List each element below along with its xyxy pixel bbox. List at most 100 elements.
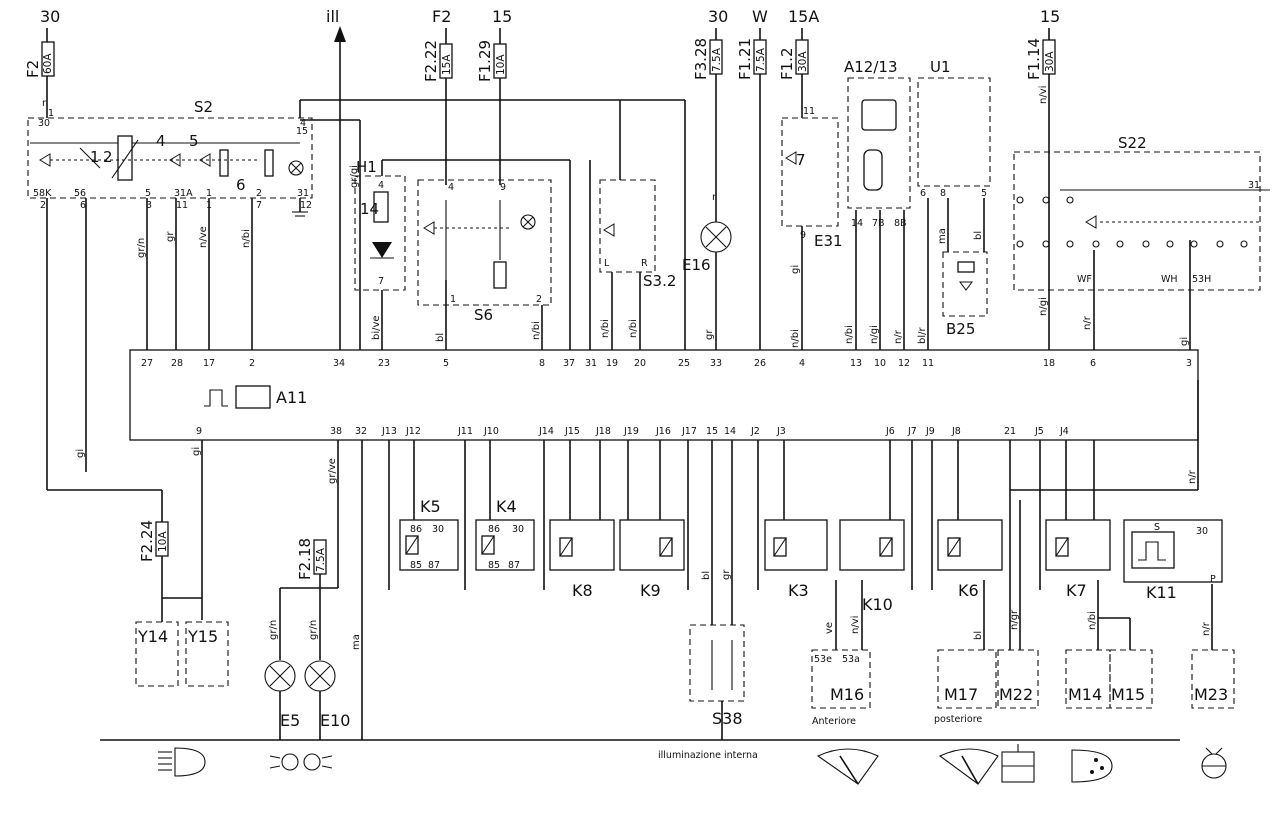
fuse-f2-24: 10A F2.24: [138, 520, 202, 622]
svg-text:30A: 30A: [1044, 51, 1056, 72]
lamp-e5: E5: [264, 660, 300, 740]
svg-text:gr/ve: gr/ve: [327, 458, 338, 484]
svg-text:J11: J11: [457, 426, 473, 437]
svg-text:8: 8: [539, 358, 545, 369]
svg-text:34: 34: [333, 358, 345, 369]
svg-text:53e: 53e: [814, 654, 832, 665]
svg-text:14: 14: [360, 200, 379, 218]
fuse-f1-29: 10A F1.29: [476, 28, 507, 185]
svg-text:30A: 30A: [797, 51, 809, 72]
module-a12-13: A12/13 14 7B 8B: [844, 58, 911, 229]
svg-text:bl: bl: [435, 333, 446, 342]
svg-text:F2: F2: [24, 60, 42, 78]
svg-text:19: 19: [606, 358, 618, 369]
rear-washer-icon: [1201, 747, 1227, 779]
svg-text:3: 3: [1186, 358, 1192, 369]
svg-text:30: 30: [38, 118, 50, 129]
svg-text:26: 26: [754, 358, 766, 369]
svg-text:7: 7: [256, 200, 262, 211]
svg-text:10: 10: [874, 358, 886, 369]
svg-text:n/r: n/r: [1201, 621, 1212, 636]
svg-text:J14: J14: [538, 426, 554, 437]
svg-text:n/bi: n/bi: [600, 319, 611, 338]
washer-pump-icon: [1001, 744, 1035, 783]
svg-text:K5: K5: [420, 497, 441, 516]
motor-m22: M22: [997, 649, 1039, 709]
supply-ill: ill: [326, 7, 339, 26]
fuse-f2-22: 15A F2.22: [422, 28, 453, 185]
side-lights-icon: [269, 753, 333, 771]
switch-s3-2: S3.2 L R: [599, 179, 676, 290]
relay-k3: K3: [764, 519, 828, 600]
svg-text:J13: J13: [381, 426, 397, 437]
svg-text:J18: J18: [595, 426, 611, 437]
switch-s38: S38: [689, 624, 745, 740]
motor-m15: M15: [1109, 649, 1153, 709]
switch-e31: E31 11 7 9: [781, 106, 843, 250]
svg-text:31: 31: [585, 358, 597, 369]
motor-m14: M14: [1065, 649, 1111, 709]
svg-text:E31: E31: [814, 232, 843, 250]
svg-text:8: 8: [940, 188, 946, 199]
svg-text:ma: ma: [937, 228, 948, 244]
timer-k11: K11 S 30 P: [1123, 519, 1223, 602]
svg-text:6: 6: [1090, 358, 1096, 369]
svg-text:5: 5: [145, 188, 151, 199]
svg-text:K11: K11: [1146, 583, 1177, 602]
svg-text:K4: K4: [496, 497, 517, 516]
supply-15A: 15A: [788, 7, 819, 26]
svg-text:K10: K10: [862, 595, 893, 614]
svg-text:28: 28: [171, 358, 183, 369]
svg-text:1: 1: [90, 148, 100, 166]
control-unit-a11: A11: [129, 349, 1199, 441]
svg-text:6: 6: [80, 200, 86, 211]
svg-text:4: 4: [799, 358, 805, 369]
relay-k8: K8: [549, 519, 615, 600]
valve-y15: Y15: [185, 621, 229, 687]
svg-text:B25: B25: [946, 320, 975, 338]
svg-text:14: 14: [724, 426, 736, 437]
svg-text:2: 2: [536, 294, 542, 305]
svg-text:86: 86: [410, 524, 422, 535]
h1-indicator: H1 14 4 7: [354, 158, 406, 291]
svg-text:85: 85: [410, 560, 422, 571]
svg-text:11: 11: [803, 106, 815, 117]
svg-text:31: 31: [1248, 180, 1260, 191]
svg-text:32: 32: [355, 426, 367, 437]
svg-text:gi: gi: [191, 447, 202, 456]
svg-text:E5: E5: [280, 711, 300, 730]
svg-text:R: R: [641, 258, 648, 269]
svg-text:37: 37: [563, 358, 575, 369]
svg-text:2: 2: [249, 358, 255, 369]
supply-30-b: 30: [708, 7, 728, 26]
svg-text:F1.29: F1.29: [476, 40, 494, 82]
fuse-f3-28: 7.5A F3.28: [692, 28, 723, 222]
svg-text:n/bi: n/bi: [628, 319, 639, 338]
headlight-washer-icon: [1071, 749, 1113, 783]
svg-text:56: 56: [74, 188, 86, 199]
svg-text:23: 23: [378, 358, 390, 369]
svg-text:n/gi: n/gi: [869, 325, 880, 344]
svg-text:2: 2: [40, 200, 46, 211]
svg-text:58K: 58K: [33, 188, 52, 199]
svg-text:11: 11: [176, 200, 188, 211]
svg-text:F1.14: F1.14: [1025, 38, 1043, 80]
svg-text:gi: gi: [75, 449, 86, 458]
svg-text:n/bi: n/bi: [241, 229, 252, 248]
svg-text:4: 4: [448, 182, 454, 193]
svg-text:12: 12: [898, 358, 910, 369]
relay-k10: K10: [839, 519, 905, 614]
svg-text:M16: M16: [830, 685, 864, 704]
relay-k6: K6: [937, 519, 1003, 600]
svg-text:8B: 8B: [894, 218, 907, 229]
svg-text:F2.18: F2.18: [296, 538, 314, 580]
svg-text:posteriore: posteriore: [934, 714, 982, 725]
svg-text:S38: S38: [712, 709, 743, 728]
svg-text:S22: S22: [1118, 134, 1147, 152]
svg-text:7.5A: 7.5A: [711, 47, 723, 72]
supply-w: W: [752, 7, 768, 26]
svg-text:L: L: [604, 258, 610, 269]
svg-text:bl: bl: [973, 231, 984, 240]
svg-text:7: 7: [796, 151, 806, 169]
